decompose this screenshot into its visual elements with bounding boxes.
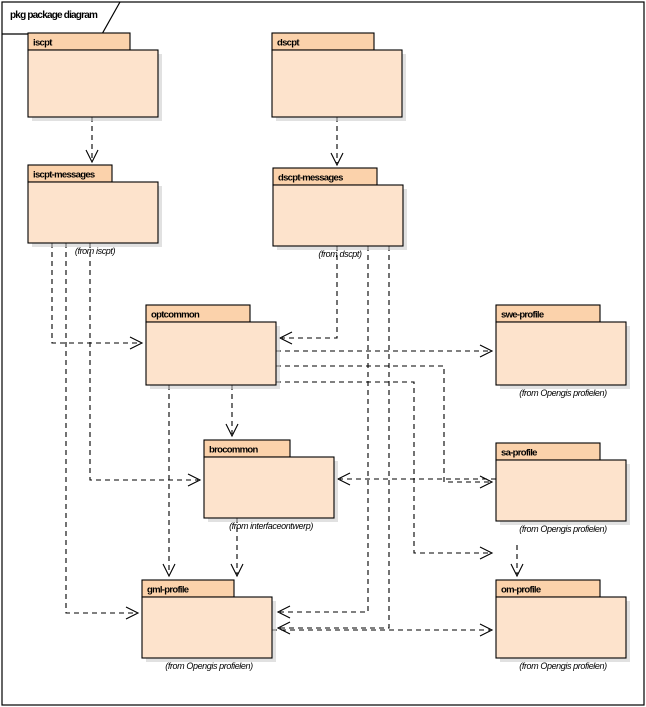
package-body-gml-profile (141, 596, 273, 659)
package-body-optcommon (145, 321, 277, 386)
package-label-om-profile: om-profile (501, 585, 541, 596)
dep-iscptmsg-to-brocommon (89, 243, 202, 487)
package-from-brocommon: (from interfaceontwerp) (229, 521, 313, 531)
dep-optcommon-to-brocommon (225, 385, 239, 438)
dep-omprofile-to-omprofile (510, 545, 524, 578)
package-from-iscpt-messages: (from iscpt) (75, 246, 116, 256)
dep-omprofile-to-omprofile-arrowhead (510, 563, 524, 578)
package-node-dscpt-messages[interactable]: dscpt-messages (from dscpt) (272, 167, 407, 259)
dep-dscpt-to-dscpt-messages-arrowhead (330, 152, 344, 167)
dep-iscptmsg-to-brocommon-line (89, 243, 198, 481)
package-label-dscpt-messages: dscpt-messages (278, 173, 343, 184)
package-from-om-profile: (from Opengis profielen) (519, 661, 607, 671)
package-node-dscpt[interactable]: dscpt (271, 32, 406, 121)
package-body-swe-profile (495, 321, 627, 386)
package-nodes: iscpt dscpt iscpt-messages (from iscpt) dscp… (27, 32, 630, 671)
dep-dscptmsg-to-optcommon (278, 246, 338, 345)
package-from-dscpt-messages: (from dscpt) (318, 249, 362, 259)
package-body-dscpt-messages (272, 184, 404, 247)
dep-iscptmsg-to-gmlprofile-arrowhead (125, 606, 140, 620)
package-node-om-profile[interactable]: om-profile (from Opengis profielen) (495, 579, 630, 671)
dep-gmlprofile-to-omprofile (272, 623, 494, 637)
dep-optcommon-to-sweprofile-arrowhead (479, 344, 494, 358)
package-label-swe-profile: swe-profile (501, 310, 544, 321)
dep-iscptmsg-to-optcommon-line (51, 243, 140, 344)
package-node-optcommon[interactable]: optcommon (145, 304, 280, 389)
package-body-dscpt (271, 49, 403, 118)
dep-iscptmsg-to-optcommon (51, 243, 144, 350)
package-label-gml-profile: gml-profile (147, 585, 189, 596)
dep-dscptmsg-to-gmlprofile-a-arrowhead (276, 605, 291, 619)
dep-optcommon-to-omprofile (276, 381, 494, 560)
dep-optcommon-to-omprofile-line (276, 381, 490, 554)
dep-brocommon-to-gmlprofile-arrowhead (230, 563, 244, 578)
dep-optcommon-to-gmlprofile-arrowhead (162, 563, 176, 578)
package-body-iscpt (27, 49, 159, 118)
dependency-edges (51, 117, 524, 637)
dep-optcommon-to-saprofile-arrowhead (479, 475, 494, 489)
dep-iscptmsg-to-gmlprofile (65, 243, 140, 620)
frame-title: pkg package diagram (10, 10, 98, 21)
package-body-iscpt-messages (27, 181, 159, 244)
package-from-sa-profile: (from Opengis profielen) (519, 524, 607, 534)
package-node-brocommon[interactable]: brocommon (from interfaceontwerp) (203, 439, 338, 531)
dep-optcommon-to-omprofile-arrowhead (479, 546, 494, 560)
package-body-brocommon (203, 456, 335, 519)
package-label-dscpt: dscpt (277, 38, 300, 49)
dep-dscptmsg-to-gmlprofile-b-arrowhead (276, 621, 291, 635)
package-label-optcommon: optcommon (151, 310, 200, 321)
package-body-sa-profile (495, 459, 627, 522)
package-body-om-profile (495, 596, 627, 659)
dep-iscpt-to-iscpt-messages-arrowhead (85, 149, 99, 164)
package-node-sa-profile[interactable]: sa-profile (from Opengis profielen) (495, 442, 630, 534)
dep-iscpt-to-iscpt-messages (85, 117, 99, 164)
dep-iscptmsg-to-optcommon-arrowhead (129, 336, 144, 350)
package-node-iscpt-messages[interactable]: iscpt-messages (from iscpt) (27, 164, 162, 256)
dep-dscpt-to-dscpt-messages (330, 117, 344, 167)
package-label-sa-profile: sa-profile (501, 448, 537, 459)
dep-optcommon-to-brocommon-arrowhead (225, 423, 239, 438)
package-label-iscpt-messages: iscpt-messages (33, 170, 95, 181)
dep-optcommon-to-saprofile (276, 365, 494, 489)
dep-gmlprofile-to-omprofile-arrowhead (479, 623, 494, 637)
dep-optcommon-to-gmlprofile (162, 385, 176, 578)
dep-dscptmsg-to-gmlprofile-a (276, 246, 369, 619)
dep-iscptmsg-to-brocommon-arrowhead (187, 473, 202, 487)
package-node-gml-profile[interactable]: gml-profile (from Opengis profielen) (141, 579, 276, 671)
package-node-iscpt[interactable]: iscpt (27, 32, 162, 121)
package-node-swe-profile[interactable]: swe-profile (from Opengis profielen) (495, 304, 630, 398)
package-from-swe-profile: (from Opengis profielen) (519, 388, 607, 398)
dep-optcommon-to-sweprofile (276, 344, 494, 358)
dep-dscptmsg-to-gmlprofile-b-line (280, 246, 390, 629)
dep-optcommon-to-saprofile-line (276, 365, 490, 483)
package-from-gml-profile: (from Opengis profielen) (165, 661, 253, 671)
dep-dscptmsg-to-optcommon-line (282, 246, 338, 339)
dep-saprofile-to-brocommon (336, 472, 496, 486)
dep-dscptmsg-to-gmlprofile-a-line (280, 246, 369, 613)
dep-iscptmsg-to-gmlprofile-line (65, 243, 136, 614)
dep-dscptmsg-to-gmlprofile-b (276, 246, 390, 635)
dep-brocommon-to-gmlprofile (230, 518, 244, 578)
package-label-brocommon: brocommon (209, 445, 258, 456)
package-label-iscpt: iscpt (33, 38, 53, 49)
